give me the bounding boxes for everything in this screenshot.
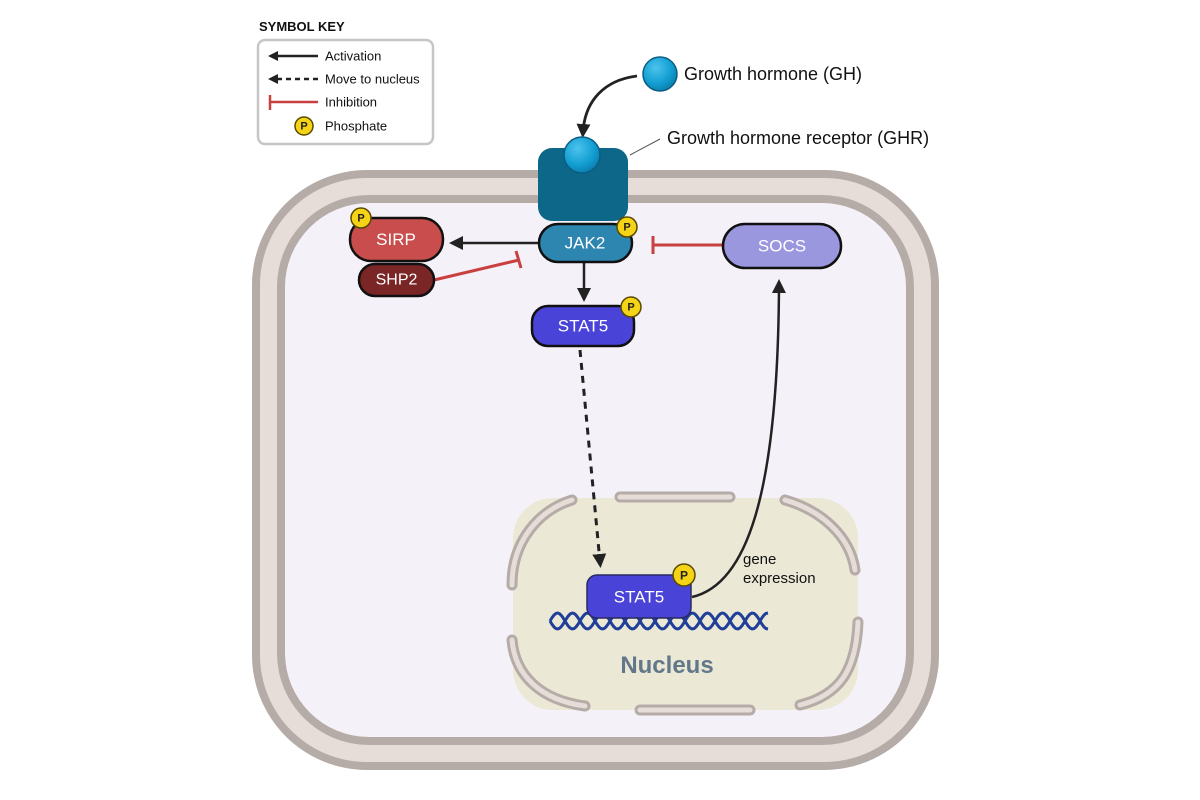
svg-text:P: P [300,121,307,133]
gene-expression-label-line2: expression [743,570,816,587]
shp2: SHP2 [357,262,436,298]
svg-text:P: P [623,222,630,234]
sirp-pill [348,216,445,263]
stat5-nuclear-pill [586,574,692,619]
phosphate-icon: P [672,563,696,587]
growth-hormone-label: Growth hormone (GH) [684,64,862,84]
key-label-move-to-nucleus: Move to nucleus [325,72,420,87]
symbol-key-title: SYMBOL KEY [259,19,345,34]
growth-hormone: Growth hormone (GH) [642,56,862,92]
key-item-activation: Activation [268,49,381,64]
key-label-phosphate: Phosphate [325,119,387,134]
stat5-cytoplasmic: STAT5 P [530,296,642,348]
stat5-label: STAT5 [558,317,608,336]
phosphate-icon: P [350,207,372,229]
bound-hormone-icon [563,136,601,174]
receptor-label: Growth hormone receptor (GHR) [667,128,929,148]
sirp-label: SIRP [376,230,416,249]
key-item-phosphate: P Phosphate [294,116,387,136]
nuclear-envelope [506,491,864,716]
symbol-key: SYMBOL KEY Activation Move to nucleus In… [256,19,435,146]
growth-hormone-icon [642,56,678,92]
sirp: SIRP P [348,207,445,263]
stat5-pill [530,304,636,348]
socs-pill [721,222,843,270]
gene-expression-arrow [691,279,786,599]
hormone-binding-arrow [576,74,638,138]
socs-label: SOCS [758,237,806,256]
jak2-pill [537,222,634,264]
phosphate-icon: P [616,216,638,238]
key-item-move-to-nucleus: Move to nucleus [268,72,420,87]
svg-text:P: P [357,213,364,225]
receptor-leader-line [629,138,661,156]
stat5-to-nucleus-arrow [578,349,607,568]
svg-text:P: P [627,302,634,314]
key-label-inhibition: Inhibition [325,95,377,110]
shp2-pill [357,262,436,298]
stat5-nuclear-label: STAT5 [614,588,664,607]
growth-hormone-receptor: Growth hormone receptor (GHR) [538,128,929,221]
shp2-inhibits-jak2 [433,250,523,282]
inhibition-bar-icon [268,95,318,110]
svg-text:P: P [680,569,688,583]
gene-expression-label-line1: gene [743,551,776,568]
key-item-inhibition: Inhibition [268,95,377,110]
receptor-body [538,148,628,221]
stat5-nuclear: STAT5 P [586,563,696,619]
jak2-label: JAK2 [565,234,606,253]
socs: SOCS [721,222,843,270]
shp2-label: SHP2 [376,272,418,289]
socs-inhibits-jak2 [651,236,722,254]
key-label-activation: Activation [325,49,381,64]
phosphate-icon: P [294,116,314,136]
nucleus-label: Nucleus [620,652,713,679]
phosphate-icon: P [620,296,642,318]
jak2: JAK2 P [537,216,638,264]
